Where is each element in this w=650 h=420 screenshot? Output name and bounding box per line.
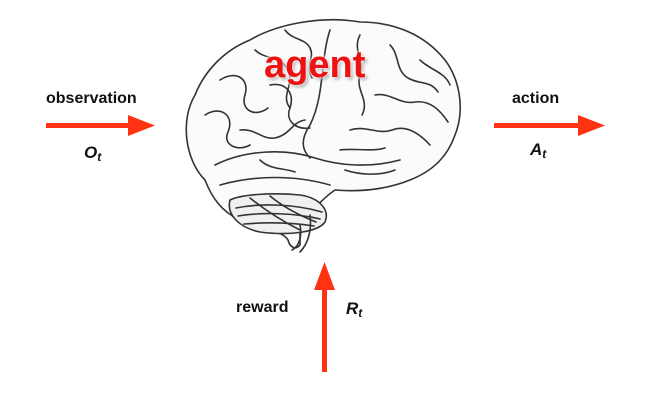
action-arrow (494, 115, 605, 136)
reward-arrow (314, 262, 335, 372)
reward-symbol-letter: R (346, 299, 359, 318)
observation-symbol: Ot (84, 143, 102, 164)
action-subscript: t (542, 147, 547, 161)
reward-symbol: Rt (346, 299, 363, 320)
action-label: action (512, 90, 560, 107)
reward-label: reward (236, 299, 289, 316)
agent-label: agent (264, 44, 366, 86)
action-symbol: At (530, 140, 547, 161)
observation-symbol-letter: O (84, 143, 98, 162)
action-symbol-letter: A (530, 140, 543, 159)
reward-subscript: t (358, 306, 363, 320)
observation-subscript: t (97, 150, 102, 164)
observation-label: observation (46, 90, 137, 107)
observation-arrow (46, 115, 155, 136)
